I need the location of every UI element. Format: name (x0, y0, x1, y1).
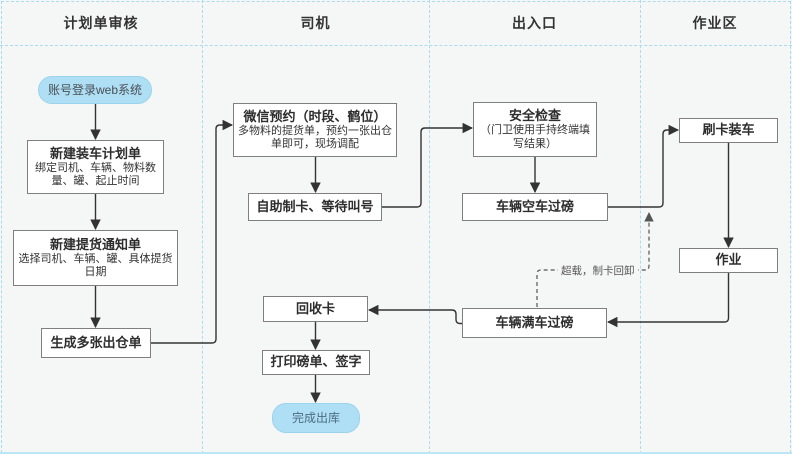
node-wechat-booking-title: 微信预约（时段、鹤位） (243, 108, 387, 124)
edge-empty-weigh-to-swipe (608, 124, 680, 208)
node-work-title: 作业 (715, 252, 742, 268)
node-generate-outbound-orders-title: 生成多张出仓单 (50, 334, 142, 350)
node-wechat-booking: 微信预约（时段、鹤位） 多物料的提货单，预约一张出仓单即可，现场调配 (233, 103, 397, 157)
lane-divider-1 (202, 0, 203, 454)
edge-overload-return (536, 212, 654, 307)
node-create-loading-plan-desc: 绑定司机、车辆、物料数量、罐、起止时间 (35, 161, 156, 188)
lane-title-gate: 出入口 (512, 14, 557, 31)
node-empty-vehicle-weigh: 车辆空车过磅 (462, 193, 608, 221)
node-full-vehicle-weigh: 车辆满车过磅 (462, 308, 607, 338)
edge-label-overload: 超载，制卡回卸 (558, 263, 638, 278)
node-swipe-card-loading: 刷卡装车 (679, 118, 778, 143)
edge-generate-to-wechat (151, 119, 234, 344)
lane-title-plan-review: 计划单审核 (63, 14, 139, 31)
node-security-check: 安全检查 （门卫使用手持终端填写结果） (473, 102, 597, 157)
lane-title-work-area: 作业区 (692, 14, 738, 31)
node-swipe-card-loading-title: 刷卡装车 (702, 122, 755, 138)
node-print-weigh-slip-sign: 打印磅单、签字 (262, 350, 370, 375)
node-self-card-wait-call: 自助制卡、等待叫号 (248, 193, 382, 221)
lane-title-driver: 司机 (300, 14, 331, 31)
node-finish-outbound-label: 完成出库 (291, 410, 340, 425)
node-finish-outbound: 完成出库 (272, 403, 360, 433)
node-security-check-title: 安全检查 (508, 108, 561, 124)
lane-divider-2 (429, 0, 430, 454)
edge-full-weigh-to-recycle (367, 304, 462, 325)
node-generate-outbound-orders: 生成多张出仓单 (41, 328, 151, 358)
node-empty-vehicle-weigh-title: 车辆空车过磅 (495, 198, 574, 214)
node-security-check-desc: （门卫使用手持终端填写结果） (480, 124, 590, 150)
edge-work-to-full-weigh (606, 273, 730, 328)
node-account-login-label: 账号登录web系统 (47, 82, 142, 97)
node-account-login: 账号登录web系统 (38, 76, 152, 104)
node-full-vehicle-weigh-title: 车辆满车过磅 (495, 314, 574, 330)
node-recycle-card-title: 回收卡 (295, 300, 335, 316)
edge-selfcard-to-security (382, 122, 474, 208)
diagram-bottom-line (0, 452, 792, 454)
node-work: 作业 (679, 248, 778, 273)
node-create-loading-plan: 新建装车计划单 绑定司机、车辆、物料数量、罐、起止时间 (27, 140, 164, 194)
lane-header-separator (0, 45, 792, 46)
node-create-loading-plan-title: 新建装车计划单 (49, 145, 141, 161)
node-self-card-wait-call-title: 自助制卡、等待叫号 (256, 198, 374, 214)
node-create-pickup-notice-title: 新建提货通知单 (49, 236, 141, 252)
node-recycle-card: 回收卡 (263, 296, 368, 322)
node-create-pickup-notice: 新建提货通知单 选择司机、车辆、罐、具体提货日期 (13, 230, 178, 286)
node-print-weigh-slip-sign-title: 打印磅单、签字 (270, 354, 362, 370)
node-create-pickup-notice-desc: 选择司机、车辆、罐、具体提货日期 (18, 252, 173, 279)
node-wechat-booking-desc: 多物料的提货单，预约一张出仓单即可，现场调配 (238, 124, 392, 151)
lane-divider-3 (640, 0, 641, 454)
